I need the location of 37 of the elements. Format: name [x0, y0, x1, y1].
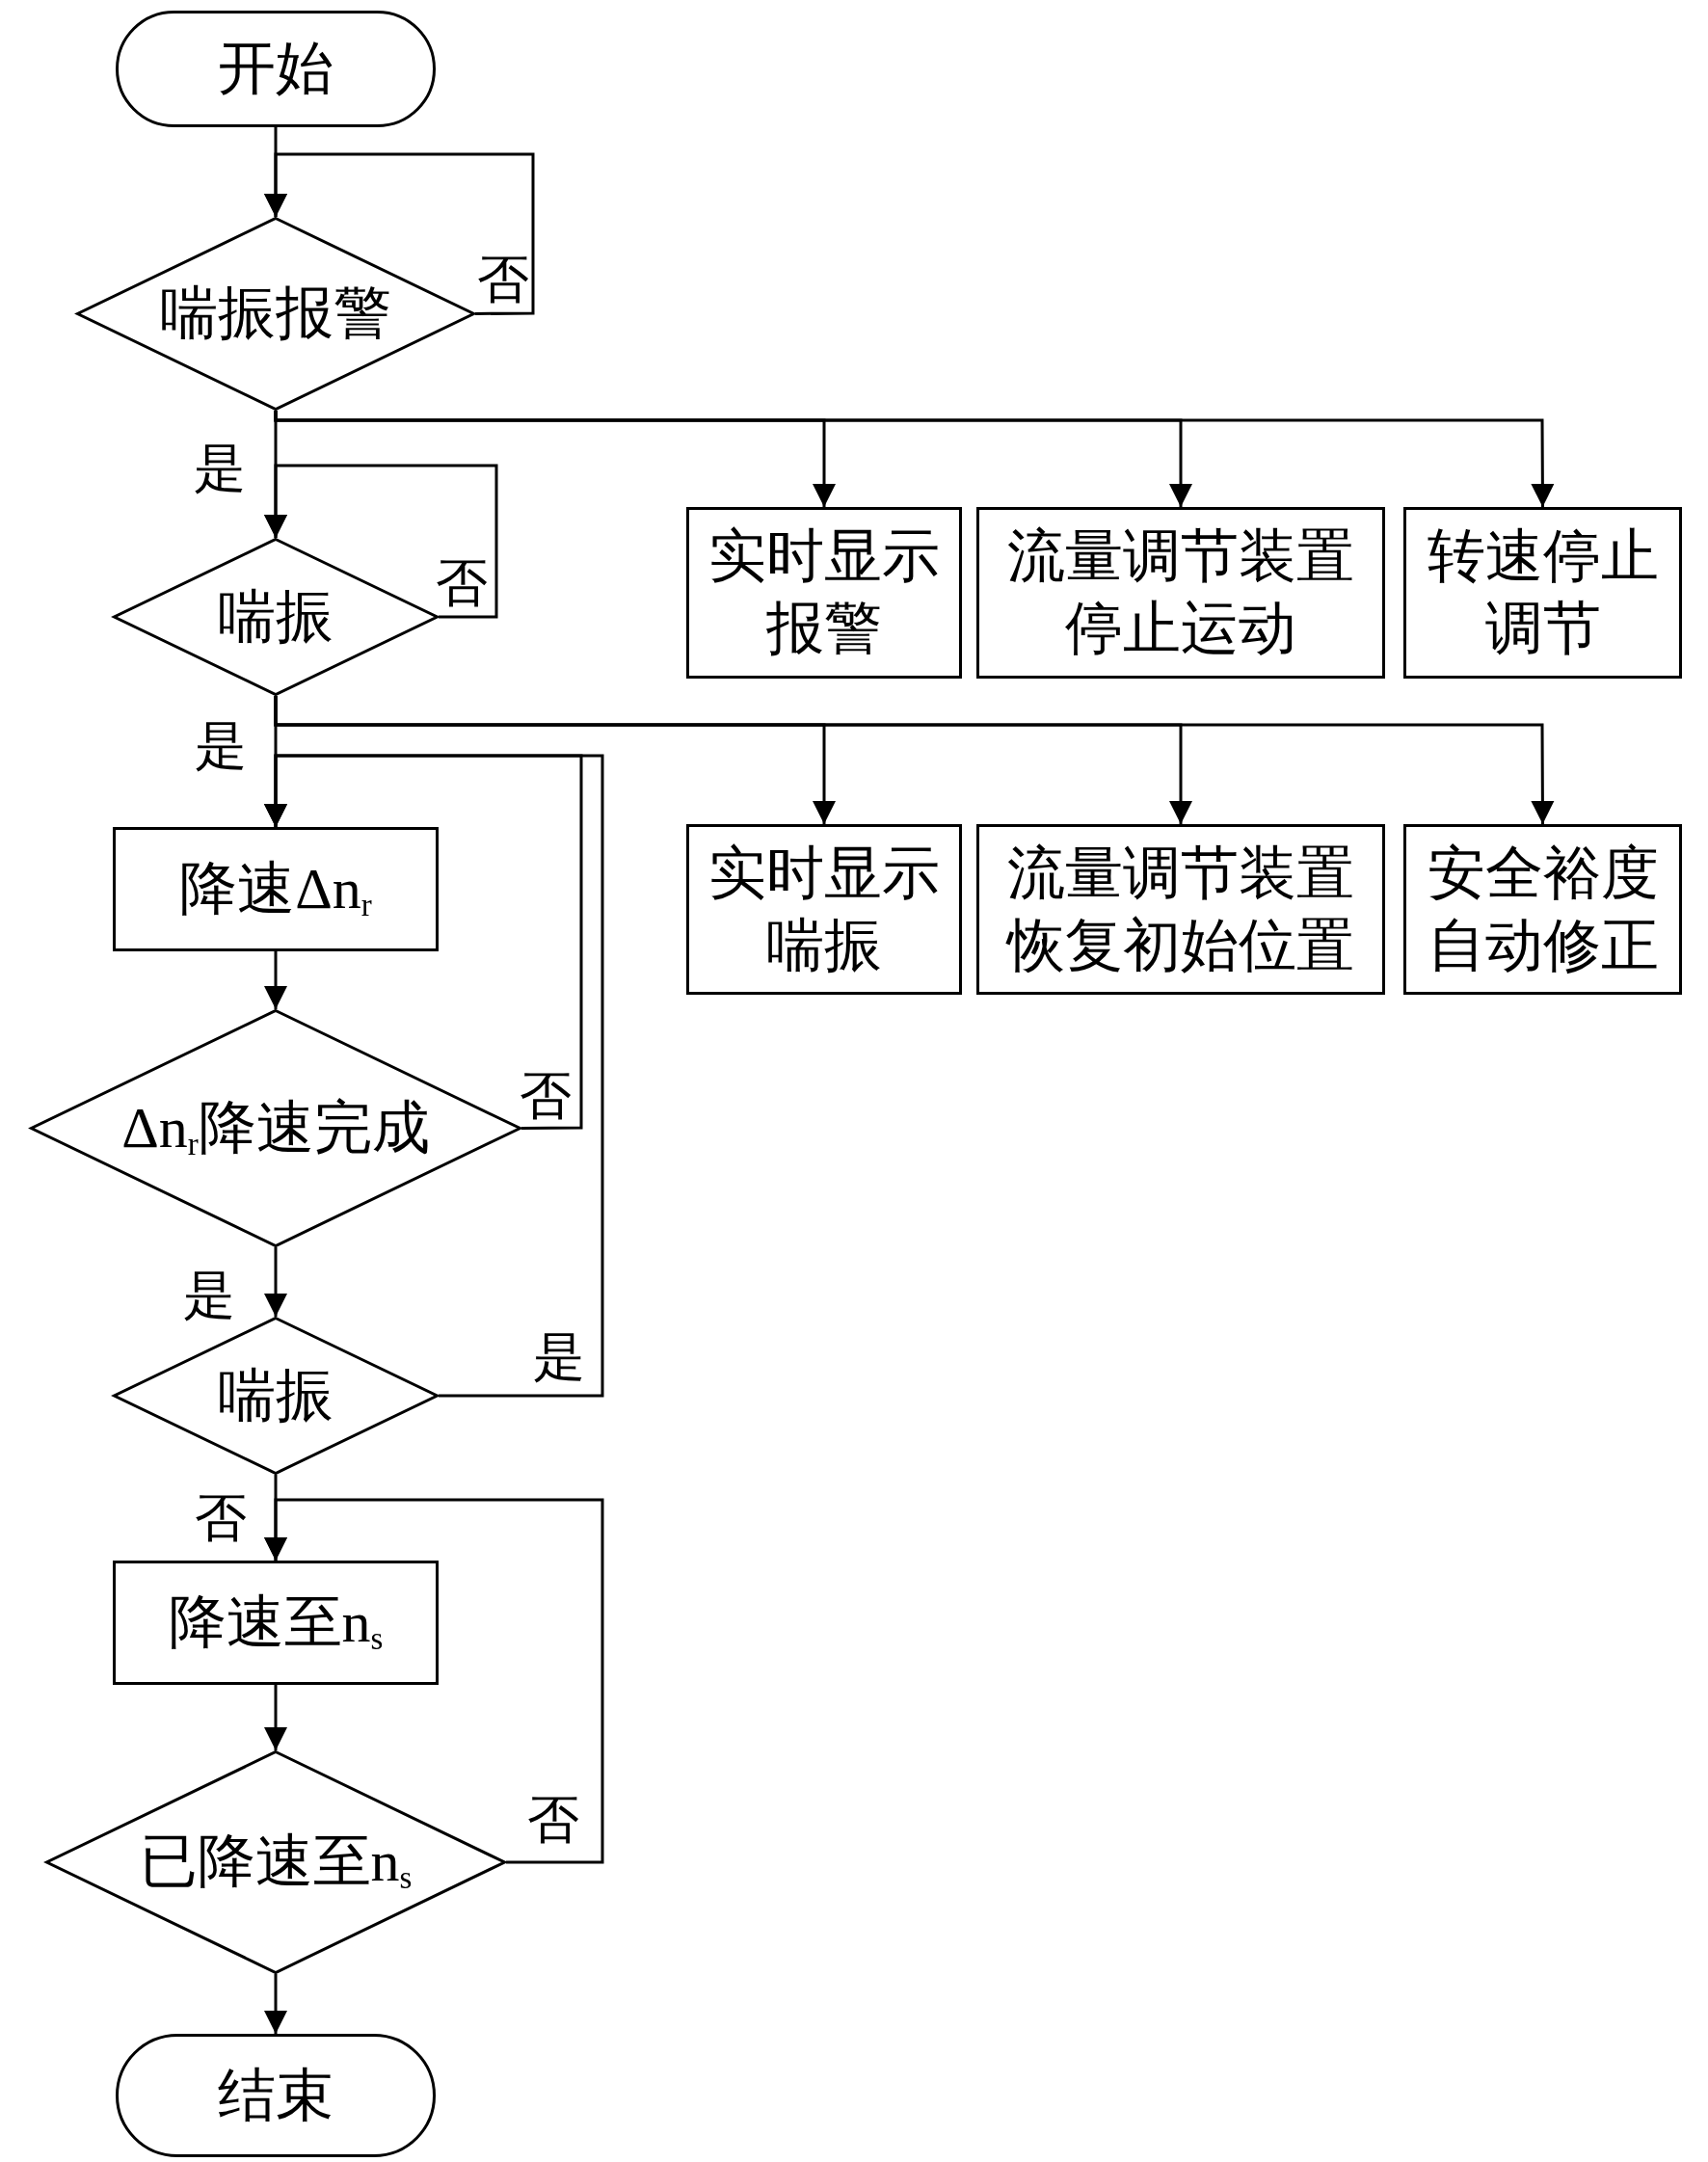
node-label: 流量调节装置停止运动 [1006, 523, 1355, 662]
decision-diamond [76, 217, 475, 411]
node-label: 实时显示喘振 [707, 840, 941, 979]
node-label: 流量调节装置恢复初始位置 [1004, 840, 1355, 979]
node-label: 结束 [218, 2062, 334, 2129]
node-label: 喘振 [218, 583, 334, 651]
node-label: 开始 [218, 36, 334, 102]
node-label: 降速至n$_{s}$ [168, 1588, 384, 1658]
node-label: 转速停止调节 [1426, 523, 1660, 662]
node-label: 喘振报警 [160, 280, 391, 347]
node-label: Δn$_{r}$降速完成 [121, 1094, 430, 1163]
process-box [976, 824, 1385, 995]
arrow [264, 1974, 287, 2034]
node-label: 喘振 [218, 1362, 334, 1429]
node-label: 实时显示报警 [707, 523, 941, 662]
arrow [274, 410, 1555, 507]
process-box [1403, 507, 1682, 679]
decision-diamond [45, 1750, 506, 1974]
process-box [686, 824, 962, 995]
node-label: 降速Δn$_{r}$ [179, 855, 372, 924]
arrow [264, 951, 287, 1009]
arrow [264, 1498, 604, 1864]
arrow [274, 696, 1555, 824]
process-box [113, 827, 439, 951]
decision-diamond [113, 538, 439, 696]
process-box [686, 507, 962, 679]
process-box [1403, 824, 1682, 995]
decision-diamond [30, 1009, 521, 1247]
arrow [264, 152, 535, 315]
node-label: 安全裕度自动修正 [1426, 840, 1660, 979]
arrow [264, 754, 604, 1398]
process-box [976, 507, 1385, 679]
node-label: 已降速至n$_{s}$ [139, 1828, 413, 1898]
arrow [264, 1685, 287, 1750]
process-box [113, 1561, 439, 1685]
arrow [264, 464, 498, 619]
arrow [264, 1247, 287, 1317]
